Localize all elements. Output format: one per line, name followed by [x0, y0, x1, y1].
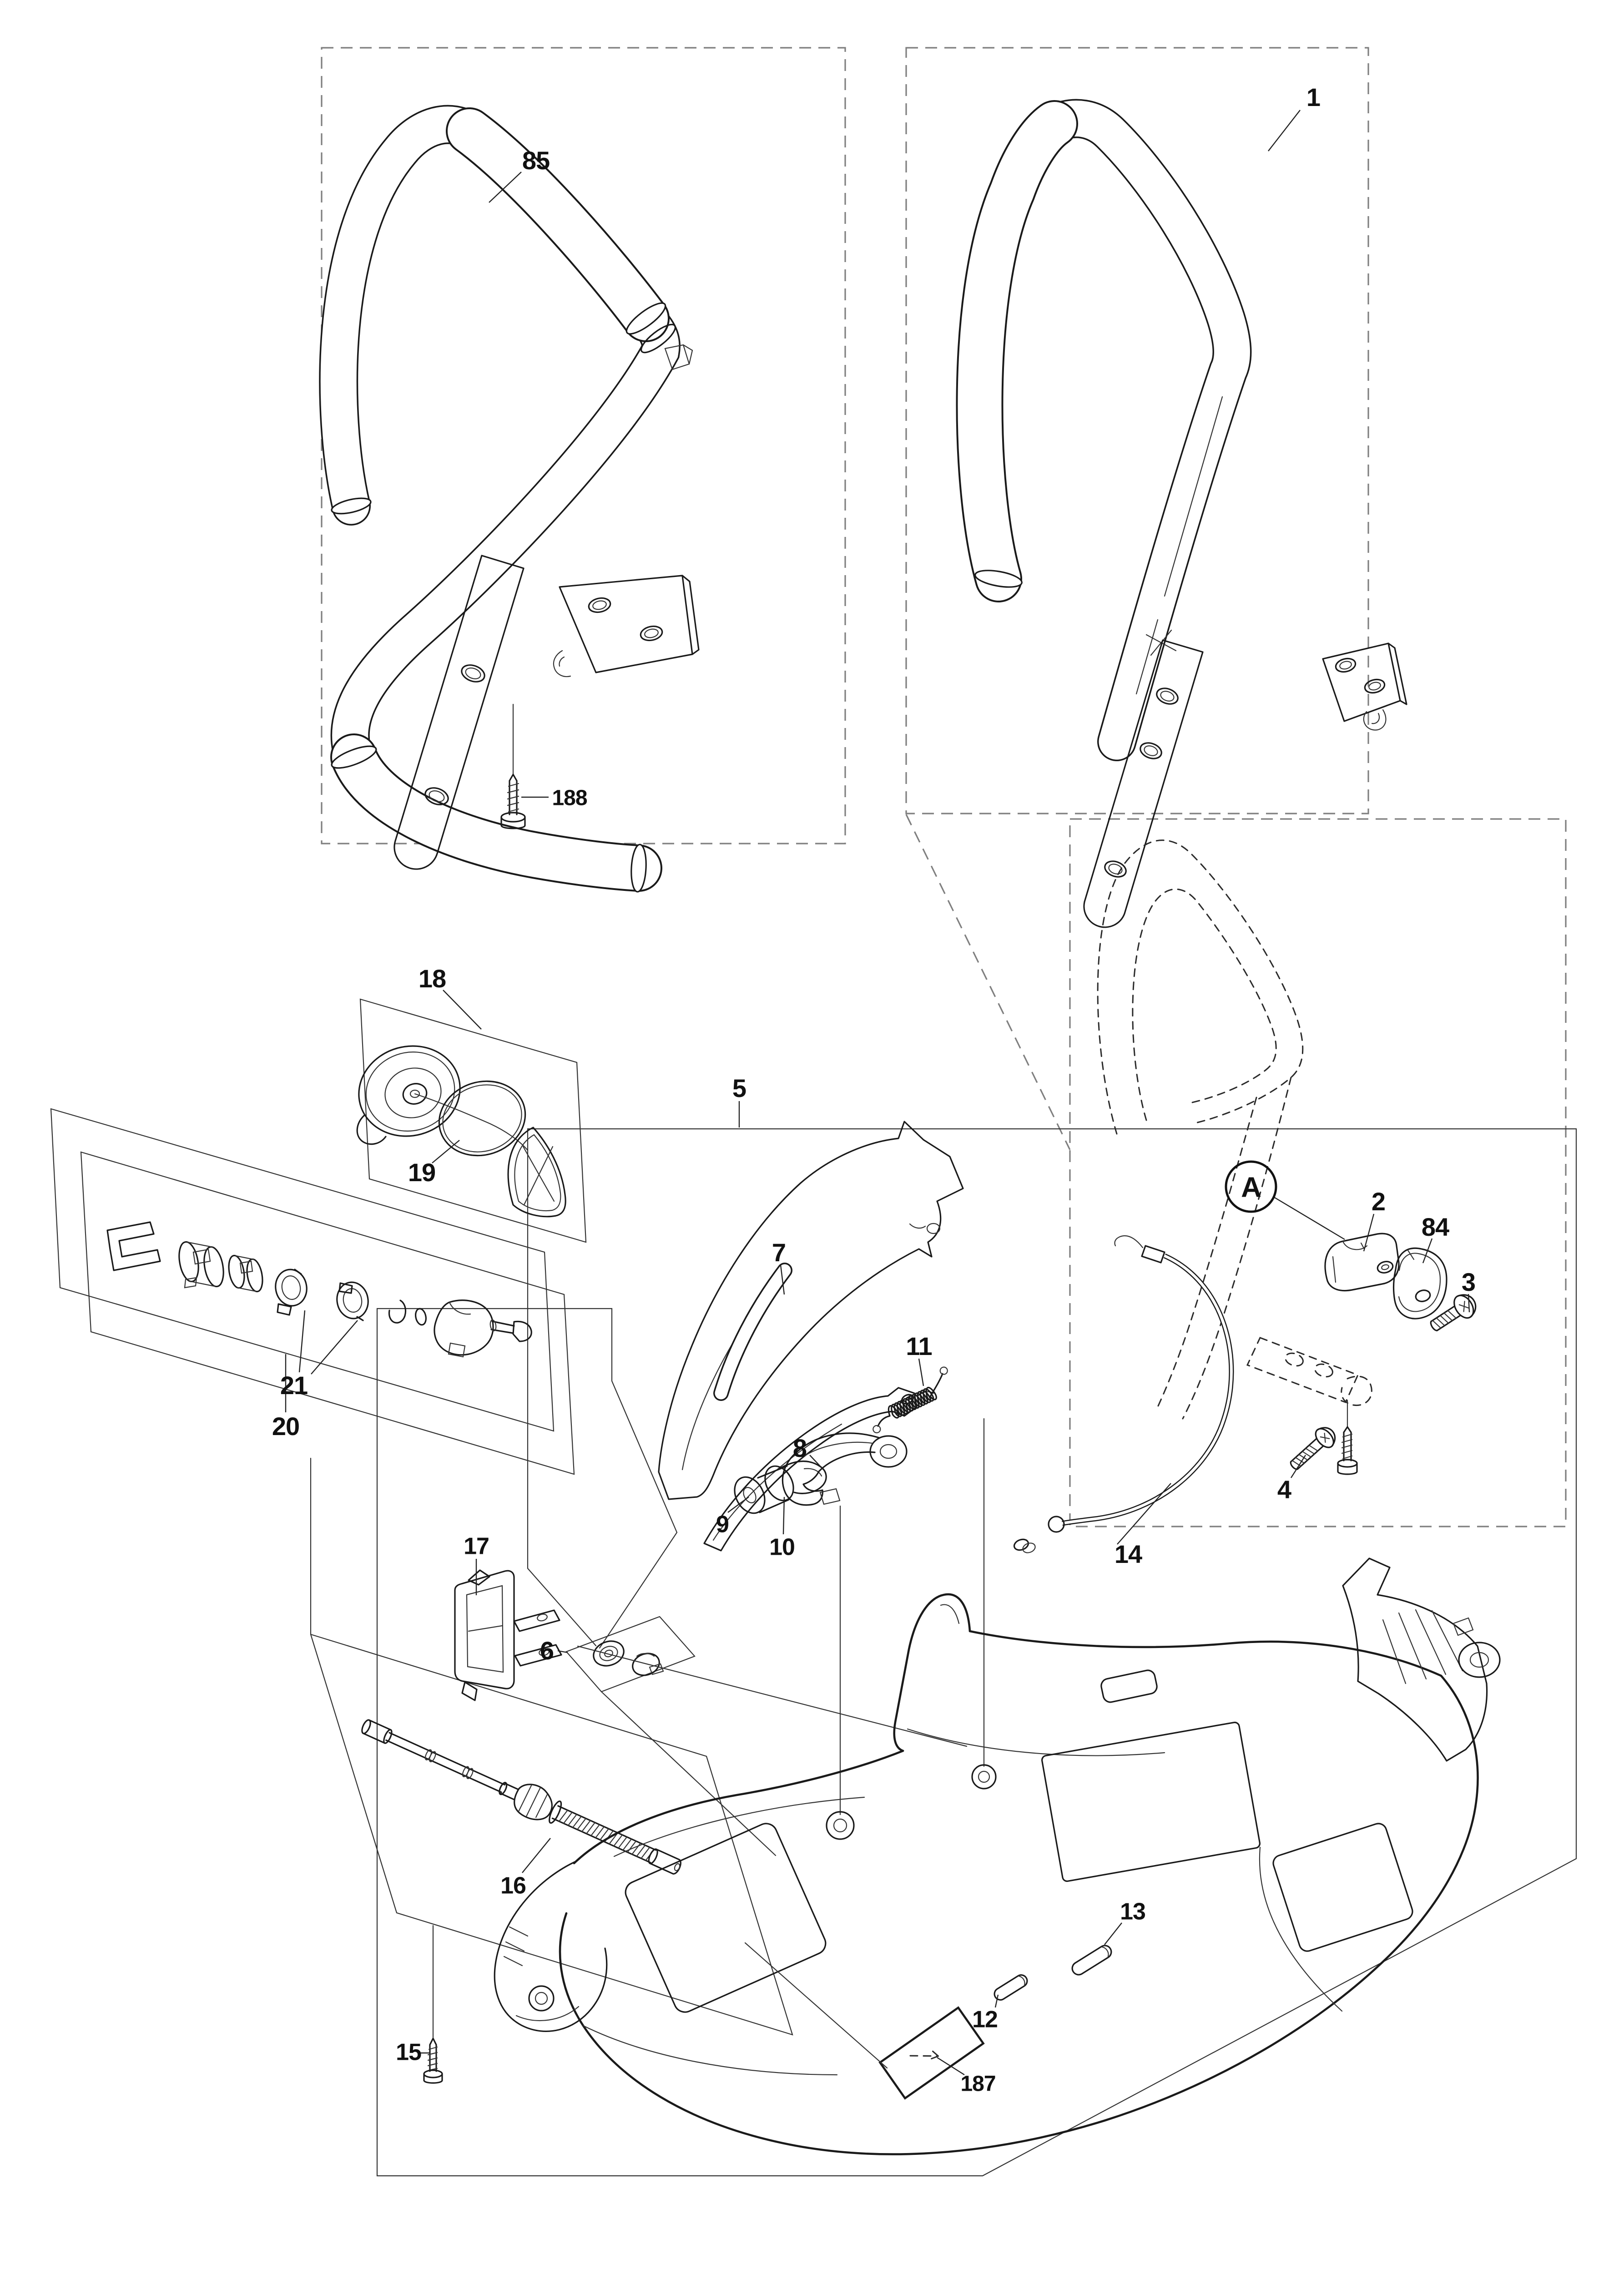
- callout-14-label: 14: [1115, 1540, 1142, 1568]
- screw-3-drawing: [1430, 1294, 1477, 1331]
- callout-10-leader: [782, 1496, 785, 1535]
- switch-17-drawing: [454, 1569, 562, 1701]
- callout-12-label: 12: [972, 2007, 998, 2033]
- callout-7-label: 7: [772, 1238, 786, 1267]
- clamp-2-drawing: [1324, 1233, 1400, 1292]
- callout-12-leader: [994, 1994, 999, 2008]
- box-16: [310, 1457, 793, 2036]
- spring-wire: [414, 1093, 529, 1151]
- callout-A-label: A: [1241, 1172, 1261, 1203]
- box-detail-a: [1069, 818, 1567, 1527]
- callout-14-leader: [1117, 1483, 1171, 1545]
- callout-19-label: 19: [408, 1158, 435, 1187]
- callout-21-leader: [311, 1320, 358, 1375]
- callout-4-leader: [1290, 1455, 1306, 1478]
- handle-85-drawing: [319, 105, 700, 893]
- box-handle-1: [905, 47, 1369, 814]
- callout-8-leader: [809, 1455, 825, 1471]
- pin-12-drawing: [994, 1974, 1028, 2001]
- callout-19-leader: [432, 1140, 460, 1163]
- callout-16-label: 16: [500, 1873, 526, 1899]
- o-ring-19-drawing: [438, 1080, 526, 1157]
- callout-21-label: 21: [280, 1371, 308, 1400]
- callout-20-label: 20: [272, 1412, 299, 1441]
- pin-13-drawing: [1071, 1945, 1112, 1976]
- callout-18-leader: [443, 990, 482, 1030]
- callout-187-leader: [937, 2057, 965, 2076]
- callout-84-leader: [1422, 1238, 1433, 1264]
- callout-17-label: 17: [464, 1533, 489, 1560]
- callout-85-label: 85: [522, 146, 550, 175]
- handle-1-drawing: [956, 99, 1407, 928]
- trigger-10-drawing: [782, 1432, 908, 1506]
- callout-13-label: 13: [1120, 1899, 1145, 1925]
- box-20-inner: [80, 1151, 575, 1475]
- coupling-parts-drawing: [106, 1221, 532, 1358]
- callout-7-leader: [780, 1264, 785, 1295]
- callout-2-leader: [1363, 1213, 1375, 1252]
- callout-18-label: 18: [419, 964, 446, 993]
- dashed-boxes: [321, 47, 1567, 1527]
- callout-85-leader: [489, 172, 522, 203]
- detail-circle-A: [1225, 1160, 1277, 1213]
- housing-drawing: [494, 1557, 1501, 2155]
- screw-188-drawing: [500, 703, 526, 829]
- grommet-6-drawing: [593, 1640, 664, 1676]
- callout-11-leader: [918, 1358, 924, 1386]
- callout-3-label: 3: [1462, 1268, 1475, 1296]
- cam-9-drawing: [734, 1460, 827, 1514]
- callout-A-leader: [1274, 1197, 1345, 1240]
- callout-1-label: 1: [1306, 83, 1320, 111]
- screw-aux-drawing: [1337, 1400, 1358, 1475]
- callout-2-label: 2: [1372, 1187, 1385, 1216]
- callout-10-label: 10: [769, 1534, 795, 1561]
- guard-piece: [507, 1127, 566, 1218]
- box-link-line: [905, 814, 1071, 1150]
- box-6: [565, 1616, 696, 1693]
- callout-21-leader: [298, 1310, 306, 1373]
- spring-11-drawing: [873, 1366, 948, 1434]
- cable-14-drawing: [1013, 1235, 1234, 1553]
- callout-6-leader: [557, 1650, 568, 1653]
- region-boundary: [376, 1128, 1577, 2177]
- callout-16-leader: [522, 1838, 551, 1873]
- box-handle-85: [321, 47, 846, 844]
- box-18: [359, 998, 587, 1243]
- screw-15-drawing: [423, 1925, 443, 2084]
- callout-84-label: 84: [1422, 1213, 1449, 1241]
- callout-188-label: 188: [552, 786, 587, 810]
- solid-boxes: [50, 998, 1577, 2177]
- callout-13-leader: [1104, 1922, 1122, 1945]
- callout-1-leader: [1268, 110, 1301, 152]
- cap-assembly-18-drawing: [356, 1045, 566, 1218]
- cap-84-drawing: [1392, 1247, 1447, 1320]
- callout-187-label: 187: [960, 2072, 995, 2096]
- cover-7-drawing: [658, 1121, 964, 1500]
- callout-6-label: 6: [540, 1636, 554, 1665]
- callout-5-label: 5: [732, 1074, 746, 1102]
- screw-4-drawing: [1290, 1427, 1336, 1470]
- callout-9-leader: [727, 1496, 749, 1513]
- callout-4-label: 4: [1277, 1475, 1291, 1504]
- callout-8-label: 8: [793, 1434, 807, 1462]
- box-20-outer: [50, 1108, 555, 1432]
- phantom-handle-drawing: [1097, 839, 1372, 1420]
- callout-15-label: 15: [396, 2039, 421, 2066]
- callout-layer: 85 1 188 18 19 20 21 17 16 5 7 8 11 9 10 14 6 15 13 12 187 2 8…: [272, 83, 1476, 2096]
- callout-11-label: 11: [906, 1332, 932, 1360]
- callout-3-leader: [1468, 1294, 1470, 1313]
- alignment-lines: [577, 1418, 985, 1856]
- label-plate-187-drawing: [744, 1942, 985, 2100]
- callout-9-label: 9: [716, 1512, 729, 1538]
- shaft-16-drawing: [361, 1719, 681, 1875]
